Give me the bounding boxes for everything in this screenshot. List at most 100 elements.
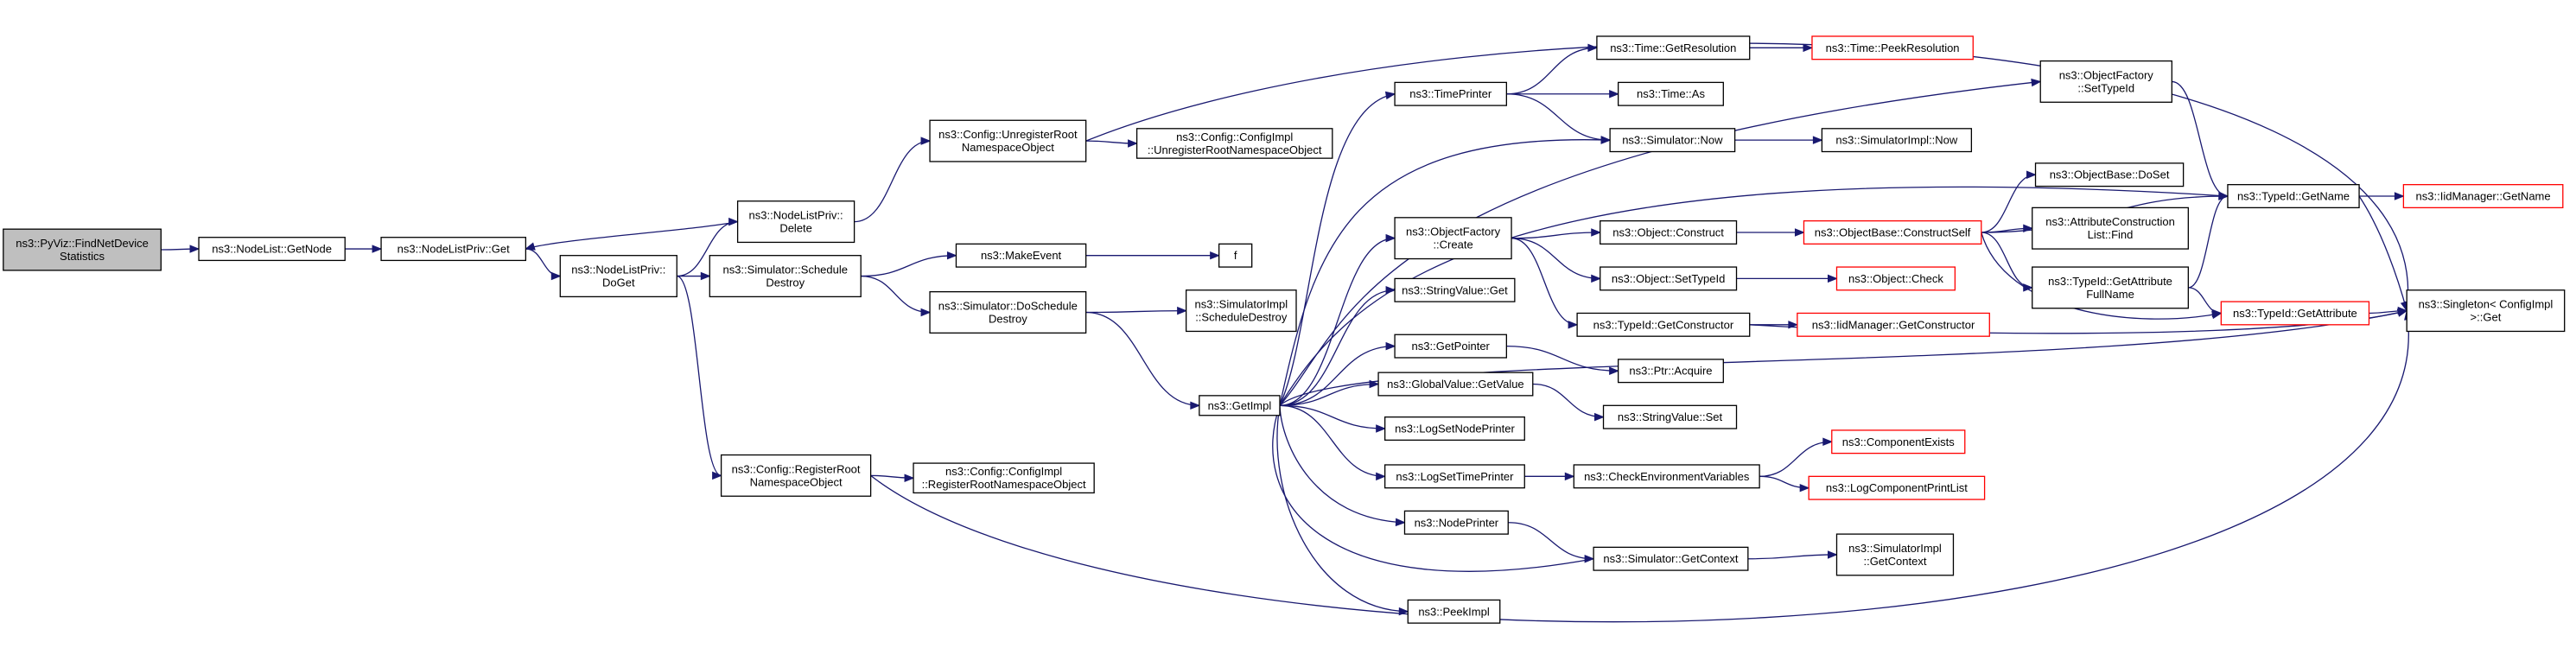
node-box-globalvalue_getvalue[interactable] [1377, 372, 1534, 397]
node-box-stringvalue_set[interactable] [1602, 404, 1738, 429]
node-box-typeid_getattribute[interactable] [2220, 301, 2370, 326]
node-box-simimpl_getcontext[interactable] [1835, 533, 1955, 576]
node-nodeprinter[interactable]: ns3::NodePrinter [1403, 510, 1509, 535]
node-box-time_as[interactable] [1617, 81, 1724, 106]
node-cfg_unreg[interactable]: ns3::Config::UnregisterRootNamespaceObje… [929, 119, 1087, 162]
node-box-getpointer[interactable] [1394, 334, 1508, 359]
node-box-cfgimpl_reg[interactable] [913, 462, 1095, 494]
node-iidmgr_getname[interactable]: ns3::IidManager::GetName [2402, 184, 2564, 209]
node-ptr_acquire[interactable]: ns3::Ptr::Acquire [1617, 359, 1724, 384]
node-obj_settypeid[interactable]: ns3::Object::SetTypeId [1600, 266, 1738, 291]
node-sim_getcontext[interactable]: ns3::Simulator::GetContext [1593, 546, 1749, 571]
node-box-typeid_getname[interactable] [2227, 184, 2360, 209]
node-time_getres[interactable]: ns3::Time::GetResolution [1596, 35, 1751, 60]
node-box-sim_now[interactable] [1609, 128, 1736, 153]
node-typeid_getattribute[interactable]: ns3::TypeId::GetAttribute [2220, 301, 2370, 326]
node-nl_getnode[interactable]: ns3::NodeList::GetNode [198, 237, 346, 262]
node-logsettimeprinter[interactable]: ns3::LogSetTimePrinter [1384, 464, 1525, 489]
node-obj_check[interactable]: ns3::Object::Check [1835, 266, 1956, 291]
node-box-nlp_delete[interactable] [736, 200, 855, 244]
node-box-typeid_getconstructor[interactable] [1576, 312, 1751, 337]
node-obj_construct[interactable]: ns3::Object::Construct [1600, 219, 1738, 245]
node-peekimpl[interactable]: ns3::PeekImpl [1407, 599, 1501, 624]
node-objfactory_settypeid[interactable]: ns3::ObjectFactory::SetTypeId [2039, 60, 2172, 103]
node-getpointer[interactable]: ns3::GetPointer [1394, 334, 1508, 359]
node-logsetnodeprinter[interactable]: ns3::LogSetNodePrinter [1384, 416, 1525, 442]
node-simimpl_sched_destroy[interactable]: ns3::SimulatorImpl::ScheduleDestroy [1185, 289, 1297, 333]
node-componentexists[interactable]: ns3::ComponentExists [1831, 429, 1966, 454]
node-box-getimpl[interactable] [1199, 395, 1281, 416]
node-typeid_getconstructor[interactable]: ns3::TypeId::GetConstructor [1576, 312, 1751, 337]
node-checkenvvars[interactable]: ns3::CheckEnvironmentVariables [1573, 464, 1760, 489]
node-box-obj_settypeid[interactable] [1600, 266, 1738, 291]
node-box-nlp_get[interactable] [380, 237, 527, 262]
node-box-nodeprinter[interactable] [1403, 510, 1509, 535]
node-box-iidmgr_getconstructor[interactable] [1797, 312, 1990, 337]
node-globalvalue_getvalue[interactable]: ns3::GlobalValue::GetValue [1377, 372, 1534, 397]
node-objfactory_create[interactable]: ns3::ObjectFactory::Create [1394, 217, 1512, 260]
node-box-objfactory_settypeid[interactable] [2039, 60, 2172, 103]
node-box-time_peekres[interactable] [1811, 35, 1974, 60]
node-box-componentexists[interactable] [1831, 429, 1966, 454]
node-make_event[interactable]: ns3::MakeEvent [955, 243, 1087, 268]
node-box-sim_sched_destroy[interactable] [709, 255, 862, 298]
node-box-nlp_doget[interactable] [559, 255, 677, 298]
node-cfg_reg[interactable]: ns3::Config::RegisterRootNamespaceObject [720, 454, 872, 497]
node-box-singleton_get[interactable] [2406, 289, 2566, 333]
node-box-root[interactable] [3, 228, 162, 271]
node-box-time_getres[interactable] [1596, 35, 1751, 60]
node-box-checkenvvars[interactable] [1573, 464, 1760, 489]
node-simimpl_getcontext[interactable]: ns3::SimulatorImpl::GetContext [1835, 533, 1955, 576]
node-box-f[interactable] [1218, 243, 1253, 268]
node-box-logsettimeprinter[interactable] [1384, 464, 1525, 489]
node-objbase_doset[interactable]: ns3::ObjectBase::DoSet [2034, 162, 2185, 187]
node-box-nl_getnode[interactable] [198, 237, 346, 262]
node-typeid_getname[interactable]: ns3::TypeId::GetName [2227, 184, 2360, 209]
node-box-sim_do_sched_destroy[interactable] [929, 291, 1087, 334]
node-box-typeid_getattrfullname[interactable] [2032, 266, 2189, 309]
node-cfgimpl_unreg[interactable]: ns3::Config::ConfigImpl::UnregisterRootN… [1135, 128, 1333, 159]
node-cfgimpl_reg[interactable]: ns3::Config::ConfigImpl::RegisterRootNam… [913, 462, 1095, 494]
node-box-logsetnodeprinter[interactable] [1384, 416, 1525, 442]
node-getimpl[interactable]: ns3::GetImpl [1199, 395, 1281, 416]
node-sim_sched_destroy[interactable]: ns3::Simulator::ScheduleDestroy [709, 255, 862, 298]
node-nlp_get[interactable]: ns3::NodeListPriv::Get [380, 237, 527, 262]
node-box-cfg_unreg[interactable] [929, 119, 1087, 162]
node-box-stringvalue_get[interactable] [1394, 277, 1516, 302]
node-sim_now[interactable]: ns3::Simulator::Now [1609, 128, 1736, 153]
node-box-ptr_acquire[interactable] [1617, 359, 1724, 384]
node-box-sim_getcontext[interactable] [1593, 546, 1749, 571]
node-box-simimpl_sched_destroy[interactable] [1185, 289, 1297, 333]
node-box-cfgimpl_unreg[interactable] [1135, 128, 1333, 159]
node-box-iidmgr_getname[interactable] [2402, 184, 2564, 209]
node-box-make_event[interactable] [955, 243, 1087, 268]
node-stringvalue_get[interactable]: ns3::StringValue::Get [1394, 277, 1516, 302]
node-stringvalue_set[interactable]: ns3::StringValue::Set [1602, 404, 1738, 429]
node-f[interactable]: f [1218, 243, 1253, 268]
node-box-peekimpl[interactable] [1407, 599, 1501, 624]
node-box-objbase_doset[interactable] [2034, 162, 2185, 187]
node-iidmgr_getconstructor[interactable]: ns3::IidManager::GetConstructor [1797, 312, 1990, 337]
node-nlp_doget[interactable]: ns3::NodeListPriv::DoGet [559, 255, 677, 298]
node-box-objbase_constructself[interactable] [1803, 219, 1982, 245]
node-singleton_get[interactable]: ns3::Singleton< ConfigImpl >::Get [2406, 289, 2566, 333]
node-box-cfg_reg[interactable] [720, 454, 872, 497]
node-box-obj_construct[interactable] [1600, 219, 1738, 245]
node-time_printer[interactable]: ns3::TimePrinter [1394, 81, 1508, 106]
node-objbase_constructself[interactable]: ns3::ObjectBase::ConstructSelf [1803, 219, 1982, 245]
node-time_peekres[interactable]: ns3::Time::PeekResolution [1811, 35, 1974, 60]
node-box-obj_check[interactable] [1835, 266, 1956, 291]
node-box-objfactory_create[interactable] [1394, 217, 1512, 260]
node-box-time_printer[interactable] [1394, 81, 1508, 106]
node-box-attrconstruction_find[interactable] [2032, 207, 2189, 250]
node-time_as[interactable]: ns3::Time::As [1617, 81, 1724, 106]
node-nlp_delete[interactable]: ns3::NodeListPriv::Delete [736, 200, 855, 244]
node-simimpl_now[interactable]: ns3::SimulatorImpl::Now [1821, 128, 1973, 153]
node-box-logcomponentprintlist[interactable] [1808, 475, 1986, 500]
node-logcomponentprintlist[interactable]: ns3::LogComponentPrintList [1808, 475, 1986, 500]
node-box-simimpl_now[interactable] [1821, 128, 1973, 153]
